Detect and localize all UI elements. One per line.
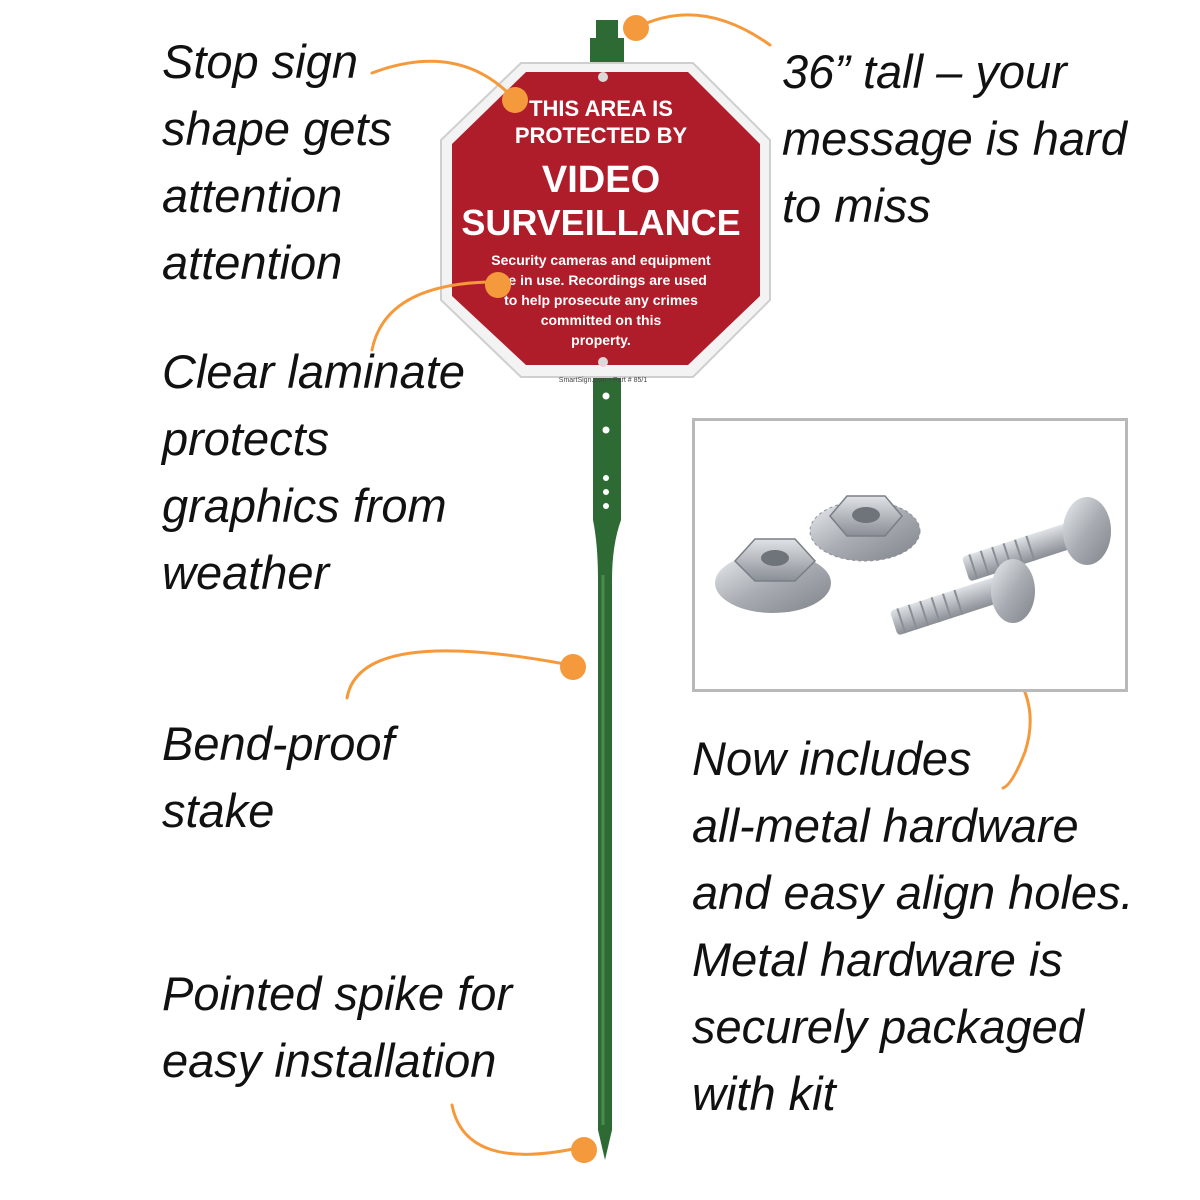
sign-body3: to help prosecute any crimes	[504, 292, 698, 308]
stake	[593, 370, 621, 1160]
callout-dot-icon	[560, 654, 586, 680]
sign-footer: SmartSign.com • Part # 85/1	[559, 377, 648, 384]
callout-laminate: Clear laminate protects graphics from we…	[162, 345, 466, 599]
hardware-photo	[692, 418, 1128, 692]
callout-lines	[345, 13, 1032, 1156]
callout-height: 36” tall – your message is hard to miss	[782, 45, 1127, 232]
sign-title2: SURVEILLANCE	[461, 202, 740, 243]
sign-line1: THIS AREA IS	[529, 96, 673, 121]
callout-dot-icon	[623, 15, 649, 41]
sign-body1: Security cameras and equipment	[491, 252, 711, 268]
sign-body2: are in use. Recordings are used	[495, 272, 707, 288]
hardware-illustration	[715, 495, 1111, 635]
sign-body4: committed on this	[541, 312, 662, 328]
sign-body5: property.	[571, 332, 631, 348]
nut-icon	[715, 538, 831, 613]
bolt-icon	[962, 497, 1111, 581]
callout-stake: Bend-proof stake	[162, 717, 395, 837]
callout-dot-icon	[571, 1137, 597, 1163]
bolt-icon	[890, 559, 1035, 635]
callout-spike: Pointed spike for easy installation	[162, 967, 513, 1087]
sign-title1: VIDEO	[542, 159, 660, 201]
sign-line2: PROTECTED BY	[515, 123, 688, 148]
callout-dot-icon	[502, 87, 528, 113]
callout-dot-icon	[485, 272, 511, 298]
stop-sign-face	[452, 72, 760, 365]
callout-hardware: Now includes all-metal hardware and easy…	[692, 732, 1134, 1120]
callout-stop-sign: Stop sign shape gets attention attention	[162, 35, 392, 289]
flange-nut-icon	[809, 495, 921, 562]
